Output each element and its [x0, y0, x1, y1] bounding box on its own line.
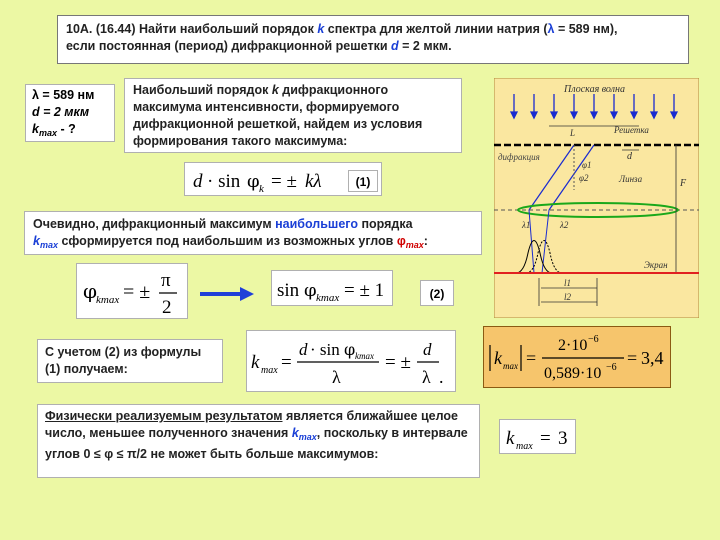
svg-text:max: max — [503, 361, 518, 371]
svg-text:=: = — [526, 348, 536, 368]
svg-text:sin: sin — [277, 280, 300, 301]
label-diffraction: дифракция — [498, 152, 540, 162]
svg-text:2·10: 2·10 — [558, 337, 587, 354]
svg-text:d: d — [627, 151, 633, 162]
svg-text:= ±: = ± — [385, 352, 411, 373]
svg-text:φ: φ — [304, 280, 317, 301]
svg-text:−6: −6 — [588, 334, 599, 345]
svg-text:max: max — [516, 441, 533, 452]
svg-text:−6: −6 — [606, 362, 617, 373]
problem-statement: 10А. (16.44) Найти наибольший порядок k … — [57, 15, 689, 64]
formula-sin-max: sin φ kmax = ± 1 — [271, 270, 393, 306]
svg-text:φ: φ — [344, 340, 355, 359]
intro-text: Наибольший порядок k дифракционного макс… — [124, 78, 462, 153]
incident-wave-arrows — [509, 94, 679, 120]
calc-result: 3,4 — [641, 348, 664, 368]
svg-text:φ1: φ1 — [582, 160, 591, 170]
svg-text:k: k — [251, 352, 260, 373]
formula-max-angle: φ kmax = ± π 2 — [76, 263, 188, 319]
lens-shape — [517, 202, 679, 218]
formula-sin-max-svg: sin φ kmax = ± 1 — [277, 280, 384, 304]
svg-text:.: . — [439, 367, 444, 387]
equation-tag-1: (1) — [348, 170, 378, 192]
svg-text:l1: l1 — [564, 278, 571, 288]
svg-text:= ±: = ± — [271, 171, 297, 192]
problem-number: 10А. — [66, 22, 93, 36]
svg-text:λ: λ — [422, 367, 431, 387]
svg-text:φ: φ — [83, 279, 97, 303]
answer-formula-svg: k max = 3 — [506, 428, 568, 452]
svg-text:=: = — [627, 348, 637, 368]
label-plane-wave: Плоская волна — [563, 84, 625, 95]
svg-text:π: π — [161, 270, 171, 291]
svg-text:F: F — [679, 178, 687, 189]
svg-text:kmax: kmax — [96, 294, 119, 306]
problem-ref: (16.44) — [95, 22, 136, 36]
svg-text:λ1: λ1 — [521, 220, 530, 230]
answer-formula: k max = 3 — [499, 419, 576, 454]
given-unknown: kmax - ? — [32, 122, 76, 138]
label-lens: Линза — [618, 174, 643, 184]
svg-text:d: d — [299, 340, 308, 359]
numeric-calculation: k max = 2·10 −6 0,589·10 −6 = 3,4 — [483, 326, 671, 388]
svg-text:k: k — [494, 348, 503, 368]
svg-text:d: d — [423, 340, 432, 359]
svg-text:λ: λ — [332, 367, 341, 387]
svg-text:φ: φ — [247, 171, 260, 192]
svg-text:d: d — [193, 171, 203, 192]
formula-grating-condition-svg: d · sin φ k = ± kλ — [193, 171, 322, 195]
svg-text:L: L — [569, 128, 575, 138]
svg-text:k: k — [259, 183, 265, 195]
svg-text:φ2: φ2 — [579, 173, 589, 183]
label-screen: Экран — [644, 260, 668, 270]
formula-max-angle-svg: φ kmax = ± π 2 — [83, 270, 177, 318]
given-lambda: λ = 589 нм — [32, 88, 95, 102]
max-order-text: Очевидно, дифракционный максимум наиболь… — [24, 211, 482, 255]
conclusion-text: Физически реализуемым результатом являет… — [37, 404, 480, 478]
label-grating: Решетка — [613, 125, 649, 135]
formula-kmax: k max = d · sin φ kmax λ = ± d λ . — [246, 330, 456, 392]
diffraction-diagram: Плоская волна Решетка L дифракция d φ1 φ… — [494, 78, 699, 318]
numeric-calculation-svg: k max = 2·10 −6 0,589·10 −6 = 3,4 — [489, 334, 664, 382]
svg-text:=: = — [540, 428, 551, 449]
svg-text:=: = — [281, 352, 292, 373]
svg-text:l2: l2 — [564, 292, 572, 302]
svg-text:= ±: = ± — [123, 281, 150, 303]
svg-text:2: 2 — [162, 297, 172, 318]
svg-text:kmax: kmax — [316, 292, 339, 304]
formula-kmax-svg: k max = d · sin φ kmax λ = ± d λ . — [251, 340, 444, 387]
svg-text:= ± 1: = ± 1 — [344, 280, 384, 301]
svg-text:max: max — [261, 365, 278, 376]
svg-text:· sin: · sin — [310, 340, 340, 359]
equation-tag-2: (2) — [420, 280, 454, 306]
svg-text:kmax: kmax — [355, 351, 374, 361]
given-data: λ = 589 нм d = 2 мкм kmax - ? — [25, 84, 115, 142]
svg-text:kλ: kλ — [305, 171, 322, 192]
svg-text:k: k — [506, 428, 515, 449]
svg-text:· sin: · sin — [207, 171, 241, 192]
substitution-text: С учетом (2) из формулы (1) получаем: — [37, 339, 223, 383]
given-d: d = 2 мкм — [32, 105, 90, 119]
implies-arrow-icon — [200, 287, 254, 301]
answer-value: 3 — [558, 428, 568, 449]
svg-text:λ2: λ2 — [559, 220, 569, 230]
svg-text:0,589·10: 0,589·10 — [544, 365, 601, 382]
